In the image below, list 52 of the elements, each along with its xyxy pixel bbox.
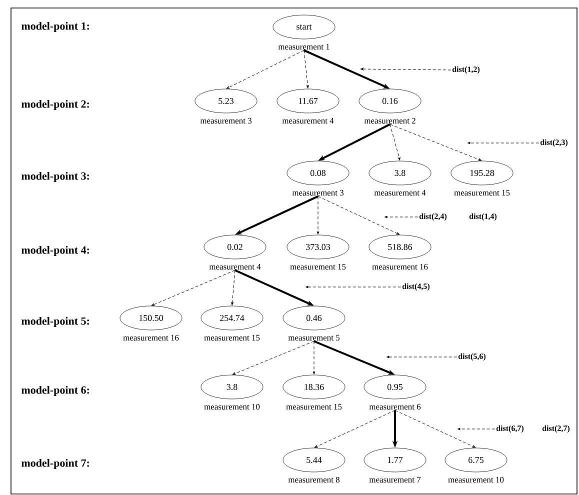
distance-label: dist(4,5) — [402, 283, 430, 291]
distance-label: dist(6,7) — [496, 425, 524, 433]
row-label: model-point 6: — [22, 386, 89, 396]
arrow — [314, 410, 396, 448]
measurement-label: measurement 1 — [278, 44, 330, 50]
distance-label: dist(5,6) — [458, 353, 486, 361]
measurement-label: measurement 16 — [372, 264, 428, 270]
arrow — [318, 196, 400, 235]
measurement-label: measurement 8 — [288, 476, 340, 483]
arrow — [231, 270, 236, 306]
measurement-label: measurement 15 — [204, 334, 260, 341]
arrow — [316, 196, 320, 234]
distance-label: dist(1,2) — [452, 66, 480, 74]
leader-line — [467, 142, 540, 144]
arrow — [232, 341, 314, 375]
leader-line — [305, 286, 402, 288]
row-label: model-point 7: — [22, 459, 89, 469]
measurement-label: measurement 4 — [374, 190, 426, 196]
measurement-label: measurement 10 — [204, 404, 260, 410]
measurement-label: measurement 7 — [369, 476, 421, 483]
distance-label: dist(1,4) — [469, 213, 497, 221]
measurement-label: measurement 5 — [288, 334, 340, 341]
measurement-label: measurement 15 — [290, 264, 346, 270]
row-label: model-point 4: — [22, 246, 89, 256]
arrow — [394, 410, 476, 448]
leader-line — [384, 216, 418, 218]
row-label: model-point 1: — [22, 22, 89, 32]
arrow — [390, 124, 482, 161]
arrow — [304, 50, 309, 88]
arrow — [151, 270, 236, 306]
distance-label: dist(2,4) — [419, 213, 447, 221]
measurement-label: measurement 6 — [369, 404, 421, 410]
measurement-label: measurement 2 — [364, 118, 416, 124]
row-label: model-point 3: — [22, 172, 89, 182]
measurement-label: measurement 3 — [200, 118, 252, 124]
distance-label: dist(2,7) — [542, 425, 570, 433]
arrow — [312, 341, 316, 374]
measurement-label: measurement 15 — [454, 190, 510, 196]
arrow — [226, 50, 304, 89]
measurement-label: measurement 4 — [282, 118, 334, 124]
measurement-label: measurement 16 — [123, 334, 179, 341]
distance-label: dist(2,3) — [540, 139, 568, 147]
arrow — [390, 124, 400, 160]
row-label: model-point 5: — [22, 317, 89, 327]
measurement-label: measurement 3 — [292, 190, 344, 196]
measurement-label: measurement 10 — [448, 476, 504, 483]
leader-line — [386, 356, 458, 358]
measurement-label: measurement 15 — [286, 404, 342, 410]
leader-line — [360, 68, 452, 70]
row-label: model-point 2: — [22, 100, 89, 110]
leader-line — [457, 428, 496, 430]
measurement-label: measurement 4 — [209, 264, 261, 270]
